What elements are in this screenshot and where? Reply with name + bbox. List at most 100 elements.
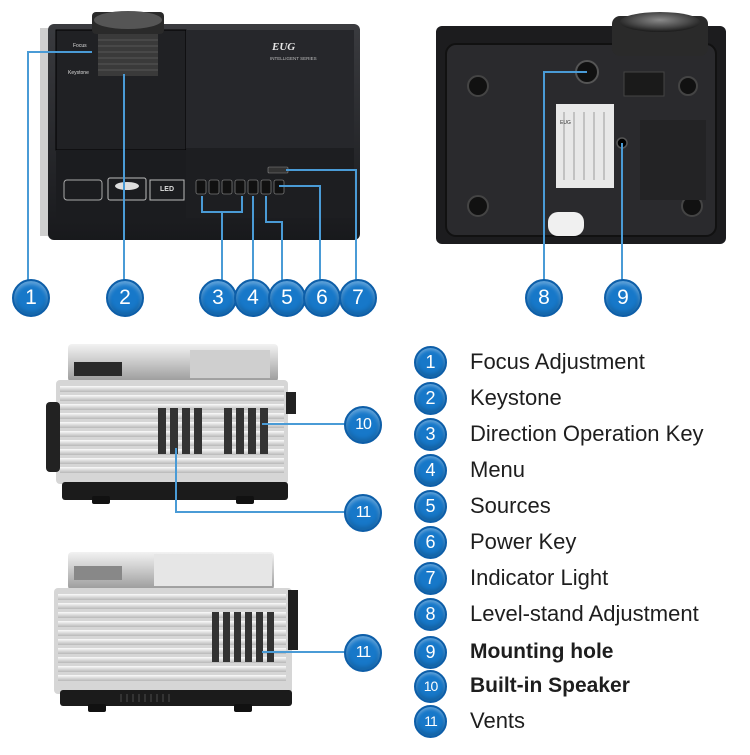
menu-key: [247, 179, 259, 195]
callout-3: 3: [199, 279, 237, 317]
legend-number: 4: [414, 453, 447, 487]
side1-top-window: [74, 362, 122, 376]
legend-item: 6 Power Key: [414, 525, 744, 559]
legend-label: Menu: [470, 457, 526, 482]
side1-foot: [92, 496, 110, 504]
legend-item: 7 Indicator Light: [414, 561, 744, 595]
callout-5: 5: [268, 279, 306, 317]
spec-sticker: [556, 104, 614, 188]
led-badge-text: LED: [160, 186, 174, 193]
side1-foot: [236, 496, 254, 504]
legend-label: Mounting hole: [470, 640, 614, 663]
brand-sub-text: INTELLIGENT SERIES: [270, 56, 317, 61]
projector-top-view: Focus Keystone EUG INTELLIGENT SERIES LE…: [40, 11, 360, 240]
bottom-lens: [620, 12, 700, 32]
side1-top-panel: [190, 350, 270, 378]
side2-base: [60, 690, 292, 706]
callout-11: 11: [344, 494, 382, 532]
side2-top-window: [74, 566, 122, 580]
legend-number: 6: [414, 525, 447, 559]
callout-6: 6: [303, 279, 341, 317]
callout-1: 1: [12, 279, 50, 317]
legend-item: 2 Keystone: [414, 381, 744, 415]
rubber-foot: [678, 76, 698, 96]
side1-lens-nub: [46, 402, 60, 472]
callout-4: 4: [234, 279, 272, 317]
leader-line-1: [27, 51, 92, 280]
keystone-mini-label: Keystone: [68, 70, 89, 76]
legend-label: Level-stand Adjustment: [470, 601, 699, 626]
side2-foot: [234, 704, 252, 712]
bottom-vent-grid: [640, 120, 706, 200]
legend-item: 5 Sources: [414, 489, 744, 523]
leader-line-7: [286, 169, 357, 280]
legend-item: 3 Direction Operation Key: [414, 417, 744, 451]
callout-11-second: 11: [344, 634, 382, 672]
logo-badge-1: [63, 179, 103, 201]
legend-label: Built-in Speaker: [470, 674, 630, 697]
legend-label: Power Key: [470, 529, 577, 554]
top-view-panel-right: [186, 30, 354, 148]
legend-number: 3: [414, 417, 447, 451]
source-key: [260, 179, 272, 195]
battery-cover: [623, 71, 665, 97]
leader-line-5: [265, 196, 283, 280]
leader-line-11a: [175, 448, 346, 513]
callout-10: 10: [344, 406, 382, 444]
side2-foot: [88, 704, 106, 712]
legend-number: 11: [414, 704, 447, 738]
legend-item: 11 Vents: [414, 704, 744, 738]
lens-barrel: [98, 34, 158, 76]
leader-lines: [27, 51, 623, 653]
leader-line-8: [543, 71, 587, 280]
projector-side-view-1: [46, 344, 296, 504]
legend-number: 2: [414, 381, 447, 415]
direction-key: [221, 179, 233, 195]
legend-label: Indicator Light: [470, 565, 609, 590]
logo-badge-2: [107, 177, 147, 201]
side2-top-panel: [154, 554, 272, 586]
legend-number: 9: [414, 635, 447, 669]
direction-key: [234, 179, 246, 195]
legend-number: 1: [414, 345, 447, 379]
legend-label: Vents: [470, 708, 526, 733]
callout-2: 2: [106, 279, 144, 317]
led-badge: [149, 179, 185, 201]
rubber-foot: [467, 195, 489, 217]
indicator-light: [267, 166, 289, 174]
control-keys: [195, 166, 289, 195]
direction-key: [195, 179, 207, 195]
top-view-left-edge: [40, 28, 50, 236]
legend-item: 8 Level-stand Adjustment: [414, 597, 744, 631]
brand-logo-text: EUG: [271, 41, 295, 53]
legend-number: 5: [414, 489, 447, 523]
direction-key: [208, 179, 220, 195]
side1-speaker-grille: [158, 408, 268, 454]
rubber-foot: [467, 75, 489, 97]
legend-item: 9 Mounting hole: [414, 635, 744, 669]
callout-7: 7: [339, 279, 377, 317]
side1-rear-port: [286, 392, 296, 414]
legend-label: Sources: [470, 493, 551, 518]
side2-rear-panel: [288, 590, 298, 650]
legend-item: 10 Built-in Speaker: [414, 669, 744, 703]
legend-item: 4 Menu: [414, 453, 744, 487]
lens-top: [94, 11, 162, 29]
callout-8: 8: [525, 279, 563, 317]
legend-number: 10: [414, 669, 447, 703]
legend-item: 1 Focus Adjustment: [414, 345, 744, 379]
legend-label: Focus Adjustment: [470, 349, 645, 374]
side2-base-vent: [120, 694, 170, 702]
legend-number: 8: [414, 597, 447, 631]
logo-eye-icon: [115, 182, 139, 190]
legend-number: 7: [414, 561, 447, 595]
sticker-brand: EUG: [560, 120, 571, 126]
side2-ribs: [58, 594, 286, 681]
legend-label: Direction Operation Key: [470, 421, 704, 446]
label-tab: [548, 212, 584, 236]
legend-label: Keystone: [470, 385, 562, 410]
callout-9: 9: [604, 279, 642, 317]
projector-side-view-2: [54, 552, 298, 712]
